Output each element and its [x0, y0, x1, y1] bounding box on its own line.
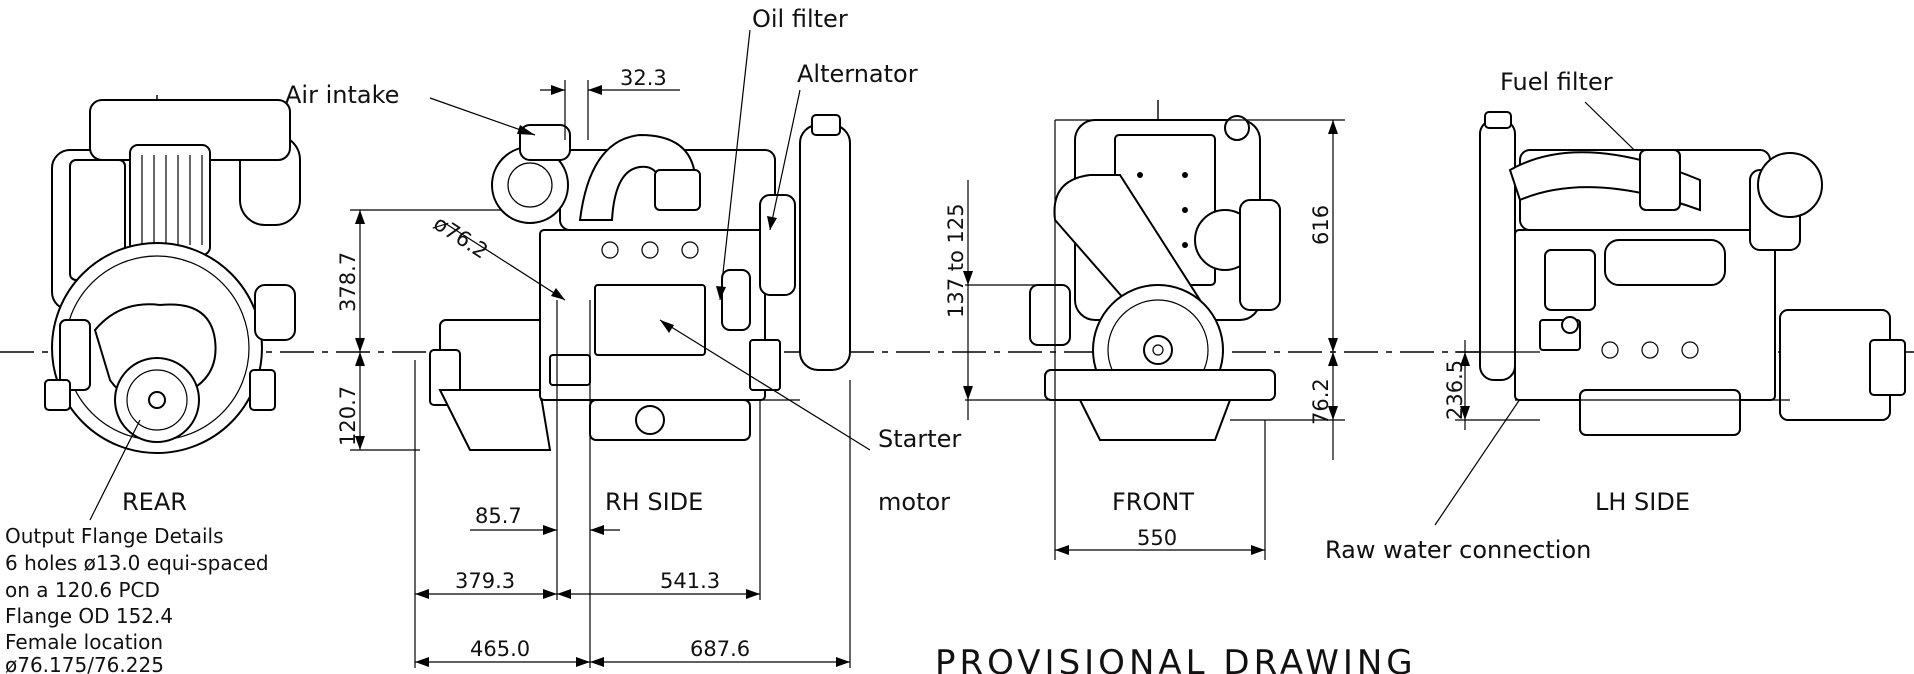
fuel-filter-callout: Fuel filter: [1500, 68, 1613, 96]
dim-137-to-125: 137 to 125: [944, 203, 968, 318]
dim-76-2-diameter: ø76.2: [429, 211, 492, 264]
rear-view-label: REAR: [122, 488, 187, 516]
lh-side-view-label: LH SIDE: [1595, 488, 1690, 516]
dim-550: 550: [1137, 526, 1177, 550]
air-intake-callout: Air intake: [285, 81, 399, 109]
front-view-label: FRONT: [1112, 488, 1194, 516]
dim-32-3: 32.3: [620, 66, 667, 90]
oil-filter-callout: Oil filter: [752, 5, 848, 33]
flange-note-line: Female location: [5, 630, 163, 654]
dim-120-7: 120.7: [336, 386, 360, 446]
rear-vertical-dims: [350, 209, 530, 451]
dim-465-0: 465.0: [470, 637, 530, 661]
dim-378-7: 378.7: [336, 252, 360, 312]
flange-note-line: on a 120.6 PCD: [5, 578, 160, 602]
lh-dims: [1455, 340, 1540, 430]
flange-note-line: 6 holes ø13.0 equi-spaced: [5, 551, 269, 575]
front-dims: [963, 119, 1345, 560]
dim-85-7: 85.7: [475, 504, 522, 528]
dim-236-5: 236.5: [1443, 360, 1467, 420]
raw-water-connection-callout: Raw water connection: [1325, 536, 1591, 564]
starter-motor-callout-line2: motor: [878, 488, 950, 516]
alternator-callout: Alternator: [797, 60, 918, 88]
flange-note-line: Output Flange Details: [5, 524, 224, 548]
dim-32-3-lines: [540, 80, 680, 140]
flange-note-line: Flange OD 152.4: [5, 604, 173, 628]
dim-687-6: 687.6: [690, 637, 750, 661]
provisional-drawing-label: PROVISIONAL DRAWING: [935, 643, 1417, 674]
rh-side-view: [429, 114, 851, 451]
dim-379-3: 379.3: [455, 569, 515, 593]
dim-541-3: 541.3: [660, 569, 720, 593]
starter-motor-callout: Starter: [878, 425, 961, 453]
rh-horizontal-dims: [414, 300, 851, 668]
flange-notes: Output Flange Details 6 holes ø13.0 equi…: [5, 524, 269, 674]
rh-side-view-label: RH SIDE: [605, 488, 703, 516]
dim-616: 616: [1309, 205, 1333, 245]
rear-view: [44, 95, 301, 521]
flange-note-line: ø76.175/76.225: [5, 653, 164, 674]
front-view: [1029, 100, 1281, 441]
lh-side-view: [1479, 111, 1906, 436]
dim-76-2: 76.2: [1309, 378, 1333, 425]
